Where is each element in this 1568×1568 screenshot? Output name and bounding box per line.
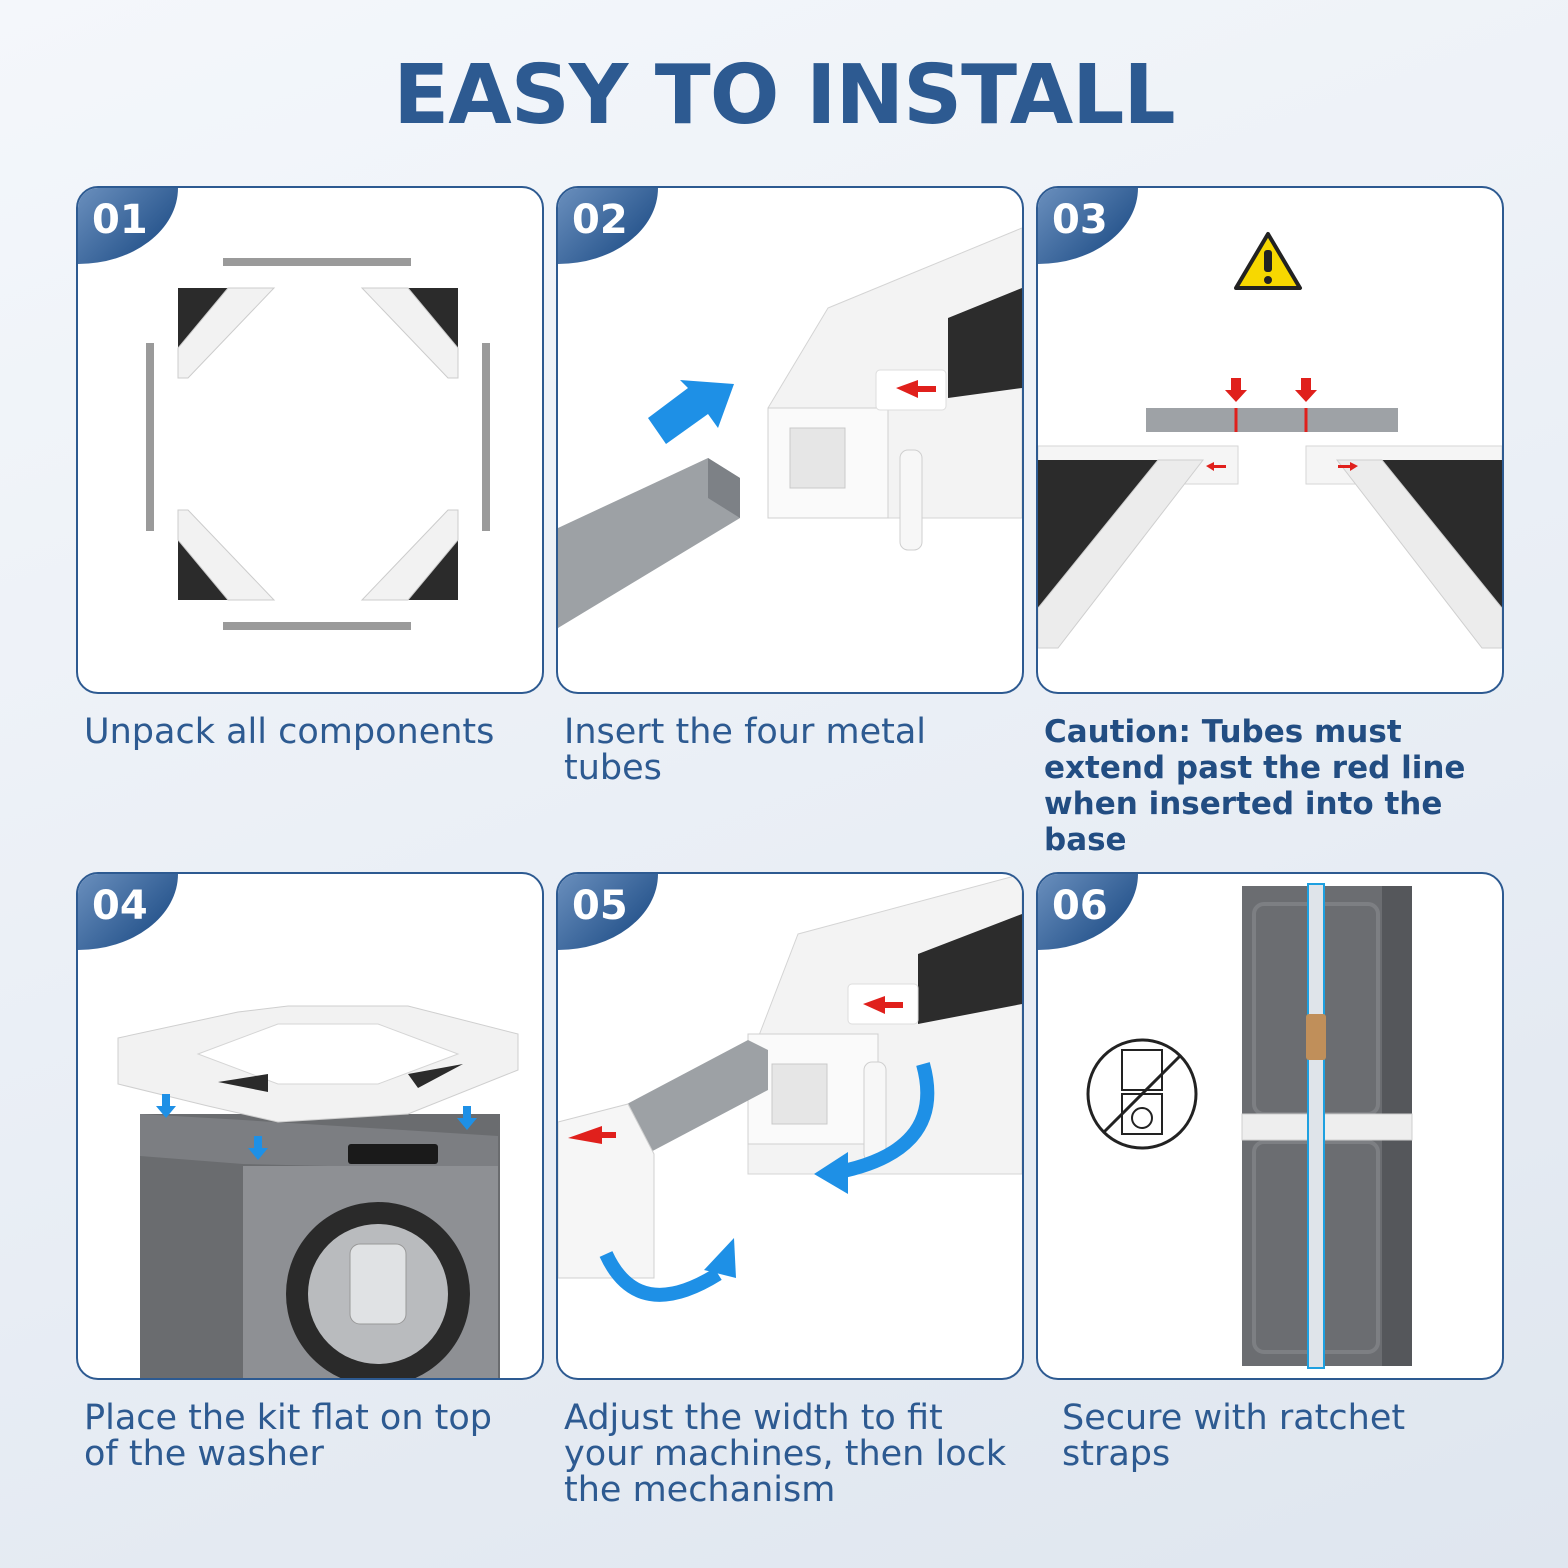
no-stack-icon <box>1086 1038 1198 1150</box>
step-card-04: 04 <box>76 872 544 1380</box>
step-caption-05: Adjust the width to fit your machines, t… <box>564 1398 1007 1510</box>
step-card-03: 03 <box>1036 186 1504 694</box>
step-number-badge: 02 <box>558 188 658 264</box>
caution-illustration <box>1038 232 1502 649</box>
step-caption-03: Caution: Tubes must extend past the red … <box>1044 714 1466 858</box>
step-caption-04: Place the kit flat on top of the washer <box>84 1398 493 1474</box>
components-illustration <box>146 258 490 630</box>
step-card-05: 05 <box>556 872 1024 1380</box>
step-number-badge: 03 <box>1038 188 1138 264</box>
step-card-01: 01 <box>76 186 544 694</box>
stacked-machines-illustration <box>1086 883 1413 1369</box>
step-caption-02: Insert the four metal tubes <box>564 712 927 788</box>
corner-bracket-bottom-right <box>360 509 459 601</box>
width-adjust-illustration <box>558 874 1022 1302</box>
step-caption-01: Unpack all components <box>84 712 495 752</box>
step-number-badge: 01 <box>78 188 178 264</box>
step-card-06: 06 <box>1036 872 1504 1380</box>
step-caption-06: Secure with ratchet straps <box>1062 1398 1406 1474</box>
step-card-02: 02 <box>556 186 1024 694</box>
page-title: EASY TO INSTALL <box>393 48 1175 143</box>
washer-kit-illustration <box>117 1005 519 1378</box>
corner-bracket-top-right <box>360 287 459 379</box>
tube-insert-illustration <box>558 227 1022 628</box>
corner-bracket-top-left <box>177 287 276 379</box>
corner-bracket-bottom-left <box>177 509 276 601</box>
step-number-badge: 04 <box>78 874 178 950</box>
warning-triangle-icon <box>1234 232 1302 290</box>
